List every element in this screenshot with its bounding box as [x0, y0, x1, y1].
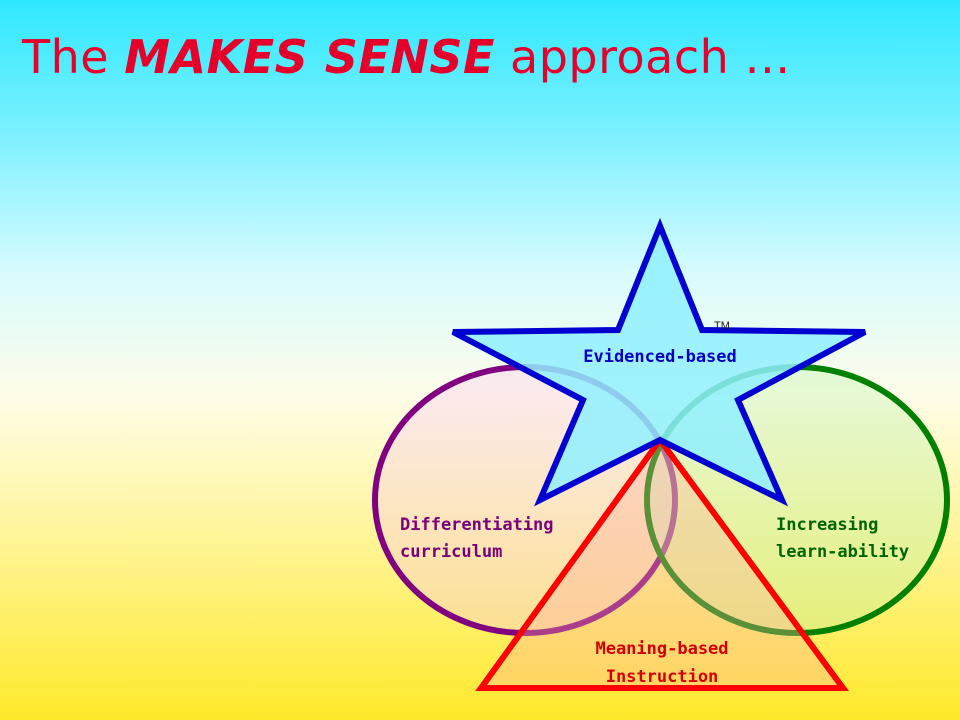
star-label: Evidenced-based: [583, 347, 737, 367]
triangle: [475, 434, 849, 691]
title-prefix: The: [22, 30, 110, 84]
right-circle-label-line1: Increasing: [776, 515, 878, 535]
right-circle-label-line2: learn-ability: [776, 542, 909, 562]
trademark-mark: TM: [714, 320, 730, 332]
left-circle-label-line2: curriculum: [400, 542, 502, 562]
slide-title: The MAKES SENSE approach …: [22, 30, 791, 84]
left-circle-label-line1: Differentiating: [400, 515, 554, 535]
triangle-label-line1: Meaning-based: [595, 639, 728, 659]
star: [451, 217, 867, 507]
triangle-label-line2: Instruction: [606, 667, 719, 687]
title-suffix: approach …: [510, 30, 791, 84]
title-emphasis: MAKES SENSE: [124, 30, 495, 84]
